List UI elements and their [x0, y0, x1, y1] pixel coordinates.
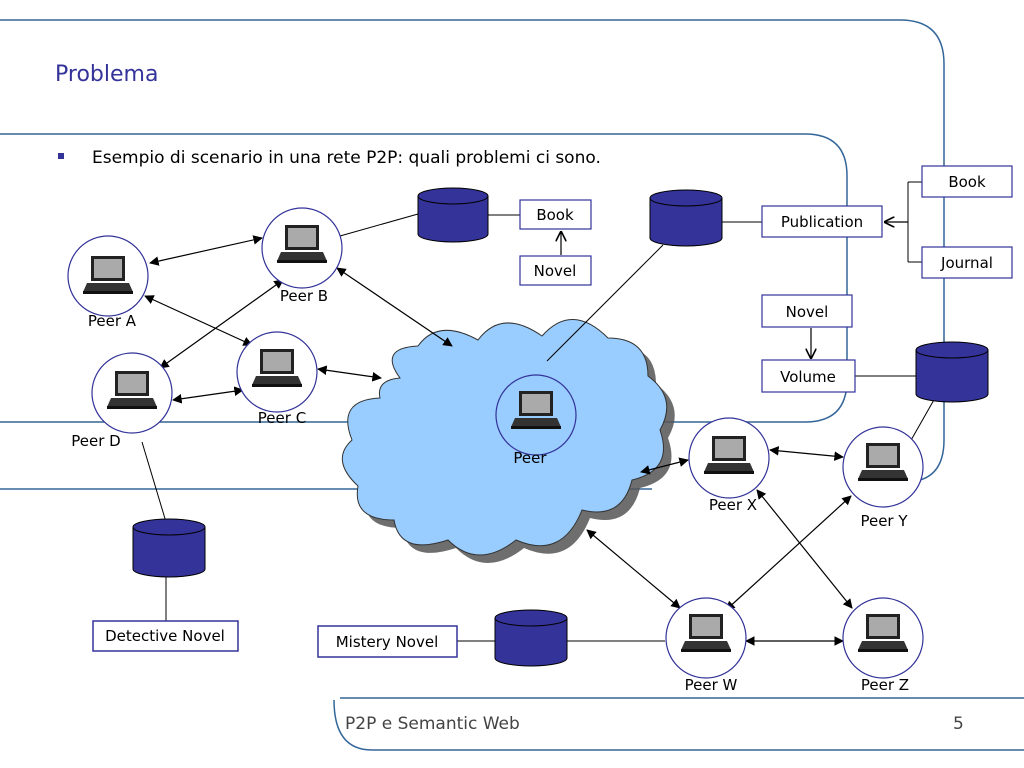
svg-text:Peer D: Peer D [71, 432, 120, 450]
database-icon [649, 189, 723, 247]
svg-text:Volume: Volume [780, 368, 836, 386]
svg-text:Novel: Novel [534, 262, 577, 280]
svg-text:Mistery Novel: Mistery Novel [336, 633, 439, 651]
class-box-book: Book [921, 165, 1013, 198]
svg-text:Publication: Publication [781, 213, 863, 231]
class-box-publication: Publication [761, 205, 883, 238]
peer-w-node: Peer W [665, 597, 747, 694]
bullet-text: Esempio di scenario in una rete P2P: qua… [92, 148, 601, 168]
svg-text:Book: Book [948, 173, 986, 191]
peer-cloud-node: Peer [495, 374, 577, 467]
peer-a-node: Peer A [67, 235, 149, 330]
svg-text:Peer: Peer [513, 449, 547, 467]
slide-title: Problema [55, 62, 159, 87]
peer-y-node: Peer Y [842, 426, 924, 530]
footer-title: P2P e Semantic Web [345, 714, 520, 734]
class-box-detective-novel: Detective Novel [92, 620, 239, 652]
database-icon [494, 609, 568, 667]
svg-text:Book: Book [536, 206, 574, 224]
class-box-volume: Volume [761, 359, 856, 393]
svg-text:Peer Z: Peer Z [861, 676, 909, 694]
peer-d-node: Peer D [71, 352, 173, 450]
page-number: 5 [953, 714, 964, 734]
svg-text:Peer A: Peer A [88, 312, 137, 330]
database-icon [915, 341, 989, 403]
svg-text:Peer W: Peer W [685, 676, 738, 694]
svg-text:Detective Novel: Detective Novel [105, 627, 225, 645]
svg-text:Peer C: Peer C [258, 409, 306, 427]
database-icon [132, 518, 206, 578]
class-box-novel: Novel [519, 255, 592, 286]
svg-text:Peer B: Peer B [280, 287, 328, 305]
bullet-item: Esempio di scenario in una rete P2P: qua… [58, 148, 601, 168]
peer-c-node: Peer C [236, 331, 318, 427]
peer-links [144, 235, 853, 646]
class-box-mistery-novel: Mistery Novel [317, 625, 458, 658]
slide-frame [0, 19, 1024, 751]
svg-text:Journal: Journal [940, 254, 993, 272]
peer-b-node: Peer B [261, 207, 343, 305]
svg-text:Peer X: Peer X [709, 496, 757, 514]
class-box-novel: Novel [761, 294, 853, 328]
peer-x-node: Peer X [688, 417, 770, 514]
class-box-book: Book [519, 199, 592, 230]
svg-text:Novel: Novel [786, 303, 829, 321]
database-icon [417, 187, 489, 243]
bullet-square-icon [58, 153, 64, 159]
class-box-journal: Journal [921, 246, 1013, 279]
peer-z-node: Peer Z [842, 597, 924, 694]
svg-text:Peer Y: Peer Y [860, 512, 908, 530]
data-links [141, 181, 936, 642]
